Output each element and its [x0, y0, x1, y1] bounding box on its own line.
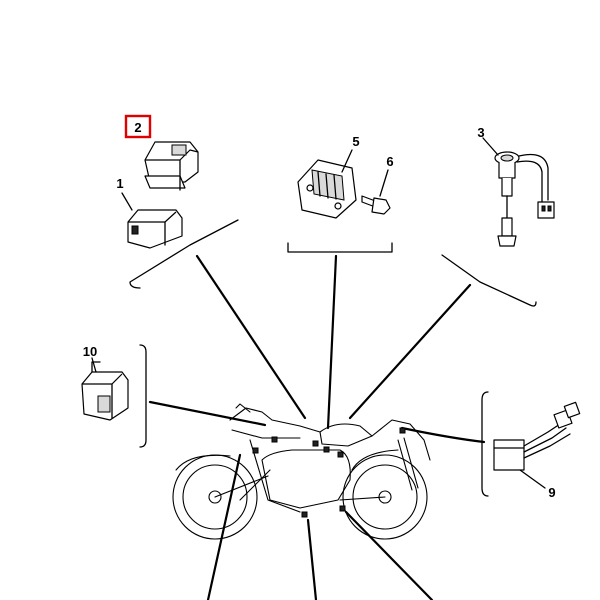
callout-3: 3	[477, 125, 484, 140]
part-3-switch[interactable]	[482, 137, 555, 247]
highlight-box	[124, 114, 152, 139]
callout-1: 1	[116, 176, 123, 191]
frame-top-right	[441, 254, 537, 307]
leader-lines	[148, 254, 486, 600]
frame-top-center	[287, 242, 393, 253]
callout-9: 9	[548, 485, 555, 500]
part-1-connector[interactable]	[127, 209, 183, 249]
callout-2: 2	[134, 120, 141, 135]
part-9-harness-connector[interactable]	[493, 401, 581, 489]
callout-6: 6	[386, 154, 393, 169]
callout-2-box: 2	[124, 114, 152, 139]
callout-5: 5	[352, 134, 359, 149]
motorcycle-outline	[172, 403, 431, 540]
part-10-relay[interactable]	[81, 357, 129, 421]
frame-right	[481, 391, 489, 497]
location-markers	[252, 427, 406, 518]
part-5-rectifier-regulator[interactable]	[297, 149, 357, 219]
part-6-bolt[interactable]	[361, 169, 391, 215]
callout-10: 10	[83, 344, 97, 359]
frame-left	[139, 344, 147, 448]
frame-top-left	[129, 219, 239, 289]
part-2-connector[interactable]	[144, 141, 199, 191]
